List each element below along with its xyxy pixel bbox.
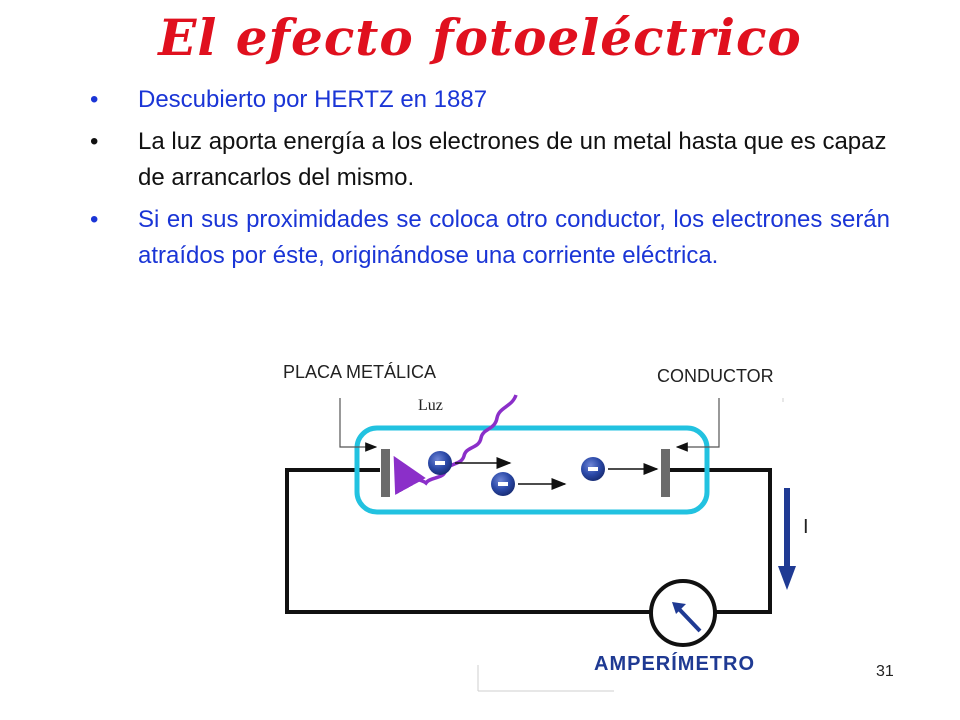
page-number: 31	[876, 663, 894, 680]
bullet-list: • Descubierto por HERTZ en 1887 • La luz…	[90, 82, 890, 280]
bullet-text: Si en sus proximidades se coloca otro co…	[138, 206, 890, 269]
ammeter	[649, 579, 717, 647]
bullet-item: • La luz aporta energía a los electrones…	[90, 124, 890, 196]
bullet-item: • Si en sus proximidades se coloca otro …	[90, 202, 890, 274]
bullet-text: La luz aporta energía a los electrones d…	[138, 128, 887, 191]
metal-plate	[381, 449, 390, 497]
label-pointer-lines	[339, 398, 720, 452]
conductor-plate	[661, 449, 670, 497]
bullet-text: Descubierto por HERTZ en 1887	[138, 86, 488, 113]
current-arrow	[778, 488, 796, 590]
decorative-line	[477, 398, 784, 692]
electron	[428, 451, 512, 475]
plate-label: PLACA METÁLICA	[283, 362, 436, 382]
conductor-label: CONDUCTOR	[657, 366, 774, 386]
vacuum-tube	[354, 425, 710, 515]
light-wave	[393, 394, 518, 495]
ammeter-label: AMPERÍMETRO	[594, 652, 755, 675]
bullet-dot: •	[90, 206, 99, 233]
bullet-item: • Descubierto por HERTZ en 1887	[90, 82, 890, 118]
slide-title: El efecto fotoeléctrico	[158, 8, 802, 67]
light-label: Luz	[418, 397, 443, 414]
bullet-dot: •	[90, 86, 99, 113]
circuit-wire	[285, 468, 772, 614]
current-label: I	[803, 516, 809, 538]
bullet-dot: •	[90, 128, 99, 155]
electron	[491, 472, 567, 496]
electron	[581, 457, 659, 481]
